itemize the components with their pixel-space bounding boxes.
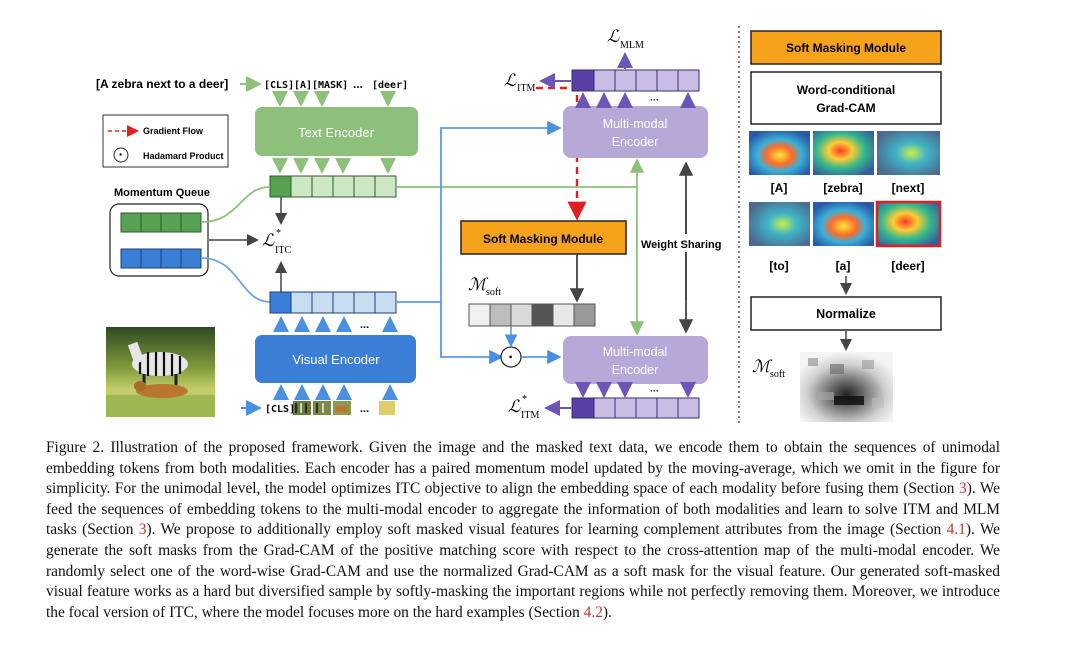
- svg-text:[a]: [a]: [836, 259, 851, 273]
- m-soft-label: ℳ soft: [468, 275, 501, 298]
- svg-text:ℒ: ℒ: [262, 231, 275, 250]
- svg-text:soft: soft: [486, 287, 501, 298]
- selected-gradcam-highlight: [875, 200, 942, 248]
- svg-text:ℒ: ℒ: [508, 397, 521, 416]
- svg-text:*: *: [276, 228, 281, 239]
- gradcam-words-row1: [A] [zebra] [next]: [771, 181, 925, 195]
- figure-caption: Figure 2. Illustration of the proposed f…: [46, 439, 1000, 621]
- queue-text-link: [200, 186, 271, 223]
- svg-text:[next]: [next]: [892, 181, 925, 195]
- svg-text:*: *: [522, 394, 527, 405]
- visual-encoder-out-arrows: [273, 316, 398, 332]
- token-mask: [MASK]: [312, 80, 348, 91]
- hadamard-icon: [113, 147, 129, 163]
- svg-text:ITM: ITM: [521, 410, 539, 421]
- mm-top-out-arrows: [575, 92, 696, 108]
- soft-masking-module-title: [750, 30, 942, 65]
- input-image-zebra-deer: [106, 327, 215, 417]
- visual-cls-token: [CLS]: [265, 404, 295, 415]
- mm-bottom-out-arrows: [575, 382, 696, 398]
- svg-text:[zebra]: [zebra]: [823, 181, 862, 195]
- svg-text:Soft Masking Module: Soft Masking Module: [483, 232, 603, 246]
- framework-figure: [A zebra next to a deer] [CLS] [A] [MASK…: [96, 26, 942, 425]
- svg-text:ℳ: ℳ: [752, 357, 773, 376]
- mm-encoder-top: [563, 106, 708, 158]
- text-encoder-out-arrows: [272, 158, 396, 174]
- section-ref[interactable]: 3: [138, 521, 147, 539]
- section-ref[interactable]: 4.1: [946, 521, 966, 539]
- svg-text:Normalize: Normalize: [816, 307, 876, 321]
- svg-text:ITM: ITM: [517, 83, 535, 94]
- text-embedding-tokens: [269, 175, 397, 198]
- soft-masking-module-center: [460, 220, 627, 255]
- legend-box: Gradient Flow · Hadamard Product: [102, 114, 229, 168]
- m-soft-vector: [468, 303, 596, 327]
- text-encoder-box: [255, 107, 418, 156]
- token-cls: [CLS]: [264, 80, 294, 91]
- svg-text:ℳ: ℳ: [468, 275, 489, 294]
- text-input-arrows: [272, 91, 396, 107]
- visual-to-hadamard-line: [440, 302, 504, 365]
- legend-hadamard-product: Hadamard Product: [143, 151, 224, 161]
- svg-text:···: ···: [650, 95, 659, 105]
- gradcam-title-box: [750, 71, 942, 125]
- visual-encoder-box: [255, 335, 416, 383]
- svg-text:ℒ: ℒ: [607, 27, 620, 46]
- svg-text:ℒ: ℒ: [504, 71, 517, 90]
- svg-text:Multi-modal: Multi-modal: [603, 345, 668, 359]
- svg-text:Encoder: Encoder: [612, 363, 659, 377]
- mm-top-tokens: [571, 69, 700, 92]
- svg-text:soft: soft: [770, 369, 785, 380]
- normalize-box: [750, 296, 942, 331]
- svg-text:MLM: MLM: [620, 40, 644, 51]
- section-ref[interactable]: 3: [958, 480, 967, 498]
- svg-text:Multi-modal: Multi-modal: [603, 117, 668, 131]
- svg-text:[to]: [to]: [769, 259, 788, 273]
- svg-text:[deer]: [deer]: [891, 259, 924, 273]
- m-soft-side-label: ℳ soft: [752, 357, 785, 380]
- svg-text:Soft Masking Module: Soft Masking Module: [786, 41, 906, 55]
- svg-text:·: ·: [119, 146, 124, 162]
- loss-mlm: ℒ MLM: [607, 27, 644, 51]
- visual-to-top-mm-line: [397, 120, 562, 303]
- loss-itm: ℒ ITM: [504, 71, 535, 94]
- token-ellipsis: ...: [353, 77, 363, 91]
- svg-text:[A]: [A]: [771, 181, 788, 195]
- gradcam-maps-row1: [749, 131, 940, 175]
- m-soft-map: [800, 352, 893, 422]
- token-a: [A]: [294, 80, 312, 91]
- svg-text:···: ···: [650, 386, 659, 396]
- text-encoder-label: Text Encoder: [298, 125, 375, 140]
- loss-itc: ℒ * ITC: [262, 228, 291, 256]
- mm-encoder-bottom: [563, 336, 708, 384]
- gradcam-words-row2: [to] [a] [deer]: [769, 259, 924, 273]
- mm-bottom-tokens: [571, 397, 700, 419]
- weight-sharing-label: Weight Sharing: [641, 239, 721, 251]
- queue-visual-tokens: [120, 248, 202, 269]
- svg-text:...: ...: [360, 403, 369, 415]
- gradcam-maps-row2: [749, 200, 942, 248]
- queue-visual-link: [200, 257, 271, 303]
- text-token-row: [CLS] [A] [MASK] ... [deer]: [264, 77, 408, 91]
- svg-text:...: ...: [360, 319, 369, 331]
- svg-text:Grad-CAM: Grad-CAM: [816, 101, 875, 115]
- svg-text:·: ·: [508, 349, 513, 366]
- svg-text:ITC: ITC: [275, 245, 291, 256]
- svg-text:Word-conditional: Word-conditional: [797, 83, 895, 97]
- momentum-queue-label: Momentum Queue: [114, 187, 210, 199]
- input-text: [A zebra next to a deer]: [96, 77, 228, 91]
- visual-encoder-label: Visual Encoder: [292, 352, 380, 367]
- token-deer: [deer]: [372, 80, 408, 91]
- svg-text:Encoder: Encoder: [612, 135, 659, 149]
- queue-text-tokens: [120, 212, 202, 233]
- visual-input-arrows: [273, 384, 398, 400]
- visual-embedding-tokens: [269, 291, 397, 314]
- image-patches: [293, 401, 395, 415]
- legend-gradient-flow: Gradient Flow: [143, 126, 204, 136]
- loss-itm-star: ℒ * ITM: [508, 394, 539, 421]
- section-ref[interactable]: 4.2: [583, 603, 603, 621]
